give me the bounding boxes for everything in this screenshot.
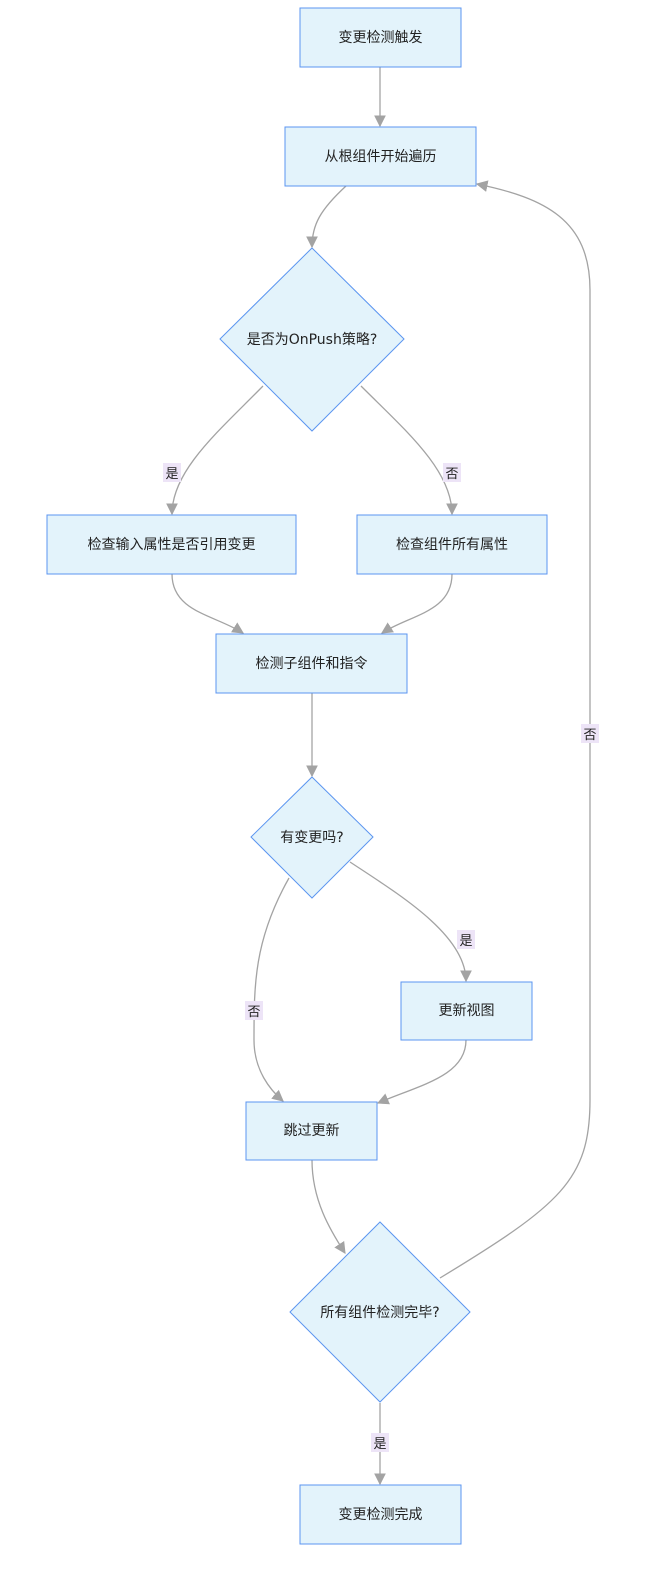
svg-text:是: 是: [373, 1437, 386, 1452]
node-complete: 变更检测完成: [299, 1484, 462, 1545]
node-traverse: 从根组件开始遍历: [284, 126, 477, 187]
edge-update-skip: [376, 1039, 467, 1105]
node-check-children: 检测子组件和指令: [215, 633, 408, 694]
edge-changed-skip: [253, 877, 290, 1102]
decision-onpush: 是否为OnPush策略?: [219, 247, 405, 432]
svg-text:更新视图: 更新视图: [439, 1003, 495, 1019]
svg-text:是: 是: [459, 934, 472, 949]
svg-text:否: 否: [583, 728, 596, 743]
svg-text:否: 否: [247, 1005, 260, 1020]
svg-text:跳过更新: 跳过更新: [284, 1123, 340, 1139]
svg-text:变更检测触发: 变更检测触发: [339, 30, 423, 46]
edge-checkall-children: [381, 573, 453, 634]
node-update-view: 更新视图: [400, 981, 533, 1041]
svg-text:从根组件开始遍历: 从根组件开始遍历: [325, 149, 437, 165]
edge-onpush-checkinput: [166, 385, 264, 516]
node-check-input: 检查输入属性是否引用变更: [46, 514, 297, 575]
decision-all-done: 所有组件检测完毕?: [289, 1221, 471, 1403]
edge-alldone-traverse: [439, 180, 591, 1279]
edge-label-onpush-yes: 是: [163, 463, 181, 482]
svg-text:检查输入属性是否引用变更: 检查输入属性是否引用变更: [88, 537, 256, 553]
svg-text:检查组件所有属性: 检查组件所有属性: [396, 537, 508, 553]
edge-label-onpush-no: 否: [443, 463, 461, 482]
edge-checkinput-children: [171, 573, 244, 634]
edge-changed-update: [349, 861, 472, 983]
edge-label-changed-yes: 是: [457, 930, 475, 949]
decision-changed: 有变更吗?: [250, 776, 374, 899]
node-check-all: 检查组件所有属性: [356, 514, 548, 575]
svg-text:有变更吗?: 有变更吗?: [280, 830, 343, 846]
edge-label-done-no: 否: [581, 724, 599, 743]
svg-text:是否为OnPush策略?: 是否为OnPush策略?: [247, 331, 378, 348]
svg-text:否: 否: [445, 467, 458, 482]
edge-onpush-checkall: [360, 385, 458, 516]
edge-label-done-yes: 是: [371, 1433, 389, 1452]
edges: [166, 67, 591, 1486]
node-skip-update: 跳过更新: [245, 1101, 378, 1161]
node-start: 变更检测触发: [299, 7, 462, 68]
svg-text:是: 是: [165, 467, 178, 482]
edge-skip-alldone: [311, 1159, 346, 1254]
edge-traverse-onpush: [306, 185, 347, 249]
svg-text:变更检测完成: 变更检测完成: [339, 1507, 423, 1523]
svg-text:所有组件检测完毕?: 所有组件检测完毕?: [320, 1305, 439, 1321]
edge-label-changed-no: 否: [245, 1001, 263, 1020]
svg-text:检测子组件和指令: 检测子组件和指令: [256, 656, 368, 672]
